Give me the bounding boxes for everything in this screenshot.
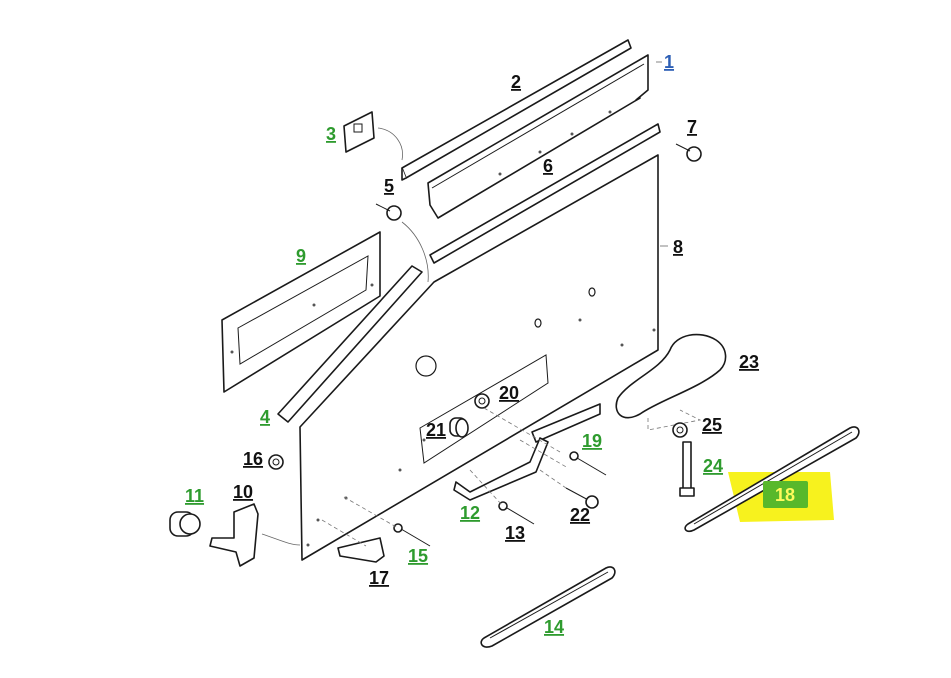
part-18-strip	[684, 426, 860, 533]
part-20-21-bumpers	[449, 393, 490, 438]
callout-19[interactable]: 19	[582, 431, 602, 451]
part-17-clip	[337, 537, 385, 563]
part-11-cylinder	[169, 511, 201, 537]
callout-12[interactable]: 12	[460, 503, 480, 523]
callout-1[interactable]: 1	[664, 52, 674, 72]
part-4-strip	[277, 265, 423, 423]
callout-6[interactable]: 6	[543, 156, 553, 176]
part-15-spring	[393, 523, 431, 547]
callout-25[interactable]: 25	[702, 415, 722, 435]
part-8-panel	[299, 154, 659, 561]
part-12-handle	[453, 437, 549, 501]
callout-23[interactable]: 23	[739, 352, 759, 372]
part-13-22-screws	[498, 487, 599, 525]
part-19-bracket	[531, 403, 607, 476]
callout-14[interactable]: 14	[544, 617, 564, 637]
callout-4[interactable]: 4	[260, 407, 270, 427]
part-10-latch	[209, 503, 301, 567]
callout-7[interactable]: 7	[687, 117, 697, 137]
part-14-strip	[480, 566, 616, 648]
callout-10[interactable]: 10	[233, 482, 253, 502]
part-7-screw	[675, 143, 702, 162]
part-5-screw	[375, 203, 429, 283]
part-25-washer	[672, 422, 688, 438]
callout-16[interactable]: 16	[243, 449, 263, 469]
part-1-rail	[427, 54, 649, 219]
assembly-lines	[321, 407, 702, 547]
callout-24[interactable]: 24	[703, 456, 723, 476]
part-6-strip	[429, 123, 661, 264]
part-3-clip	[343, 111, 403, 161]
callout-13[interactable]: 13	[505, 523, 525, 543]
callout-11[interactable]: 11	[185, 486, 204, 506]
part-16-washer	[268, 454, 284, 470]
callout-2[interactable]: 2	[511, 72, 521, 92]
callout-5[interactable]: 5	[384, 176, 394, 196]
selected-part-tag[interactable]: 18	[763, 481, 808, 508]
callout-17[interactable]: 17	[369, 568, 389, 588]
callout-21[interactable]: 21	[426, 420, 446, 440]
part-9-window	[221, 231, 381, 393]
selected-part-label: 18	[775, 485, 795, 505]
callout-22[interactable]: 22	[570, 505, 590, 525]
part-24-bolt	[679, 441, 695, 497]
callout-3[interactable]: 3	[326, 124, 336, 144]
callout-9[interactable]: 9	[296, 246, 306, 266]
part-23-pull-handle	[615, 333, 727, 419]
part-2-strip	[401, 39, 632, 181]
callout-20[interactable]: 20	[499, 383, 519, 403]
callout-8[interactable]: 8	[673, 237, 683, 257]
callout-15[interactable]: 15	[408, 546, 428, 566]
